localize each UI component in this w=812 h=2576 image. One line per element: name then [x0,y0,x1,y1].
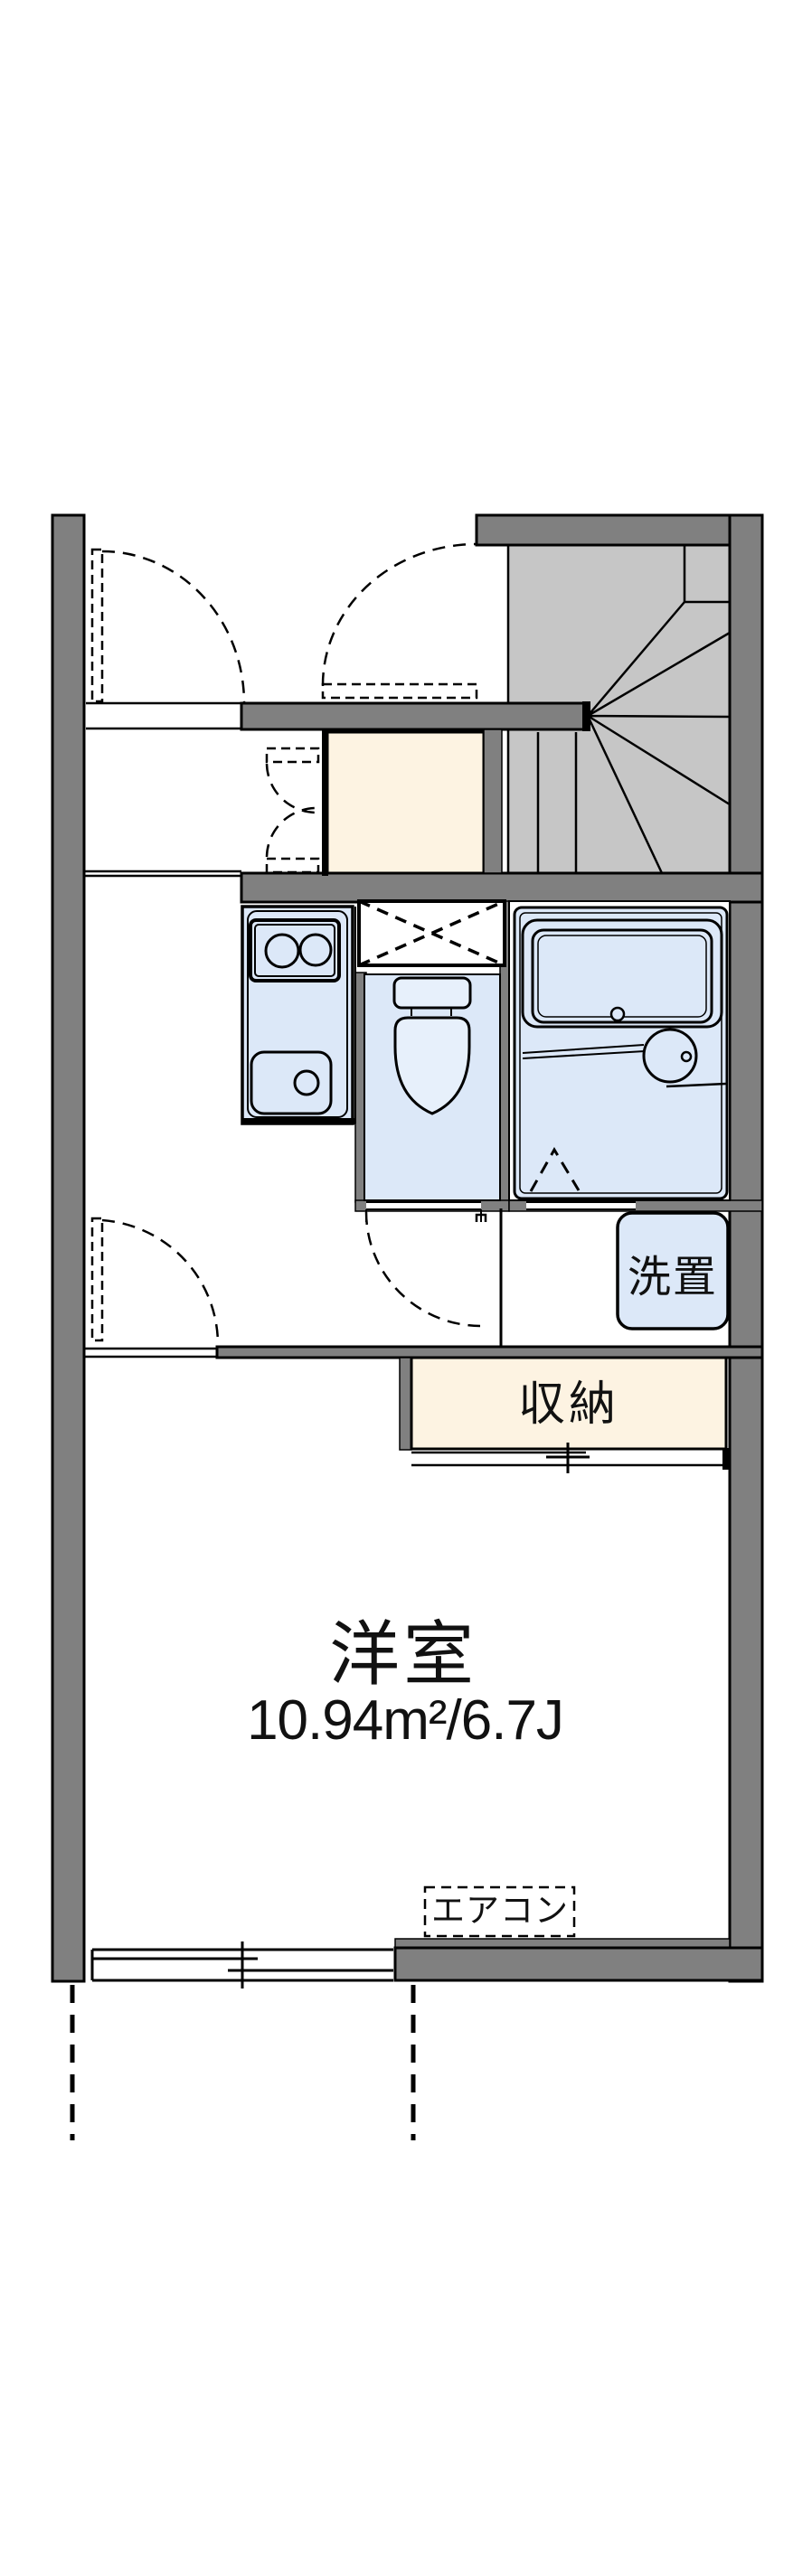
washer-box [616,1211,730,1330]
storage-door-upper-swing [265,763,318,814]
kitchen-sink [250,1050,333,1115]
entry-door-left-swing [101,550,246,704]
wall-bottom-right [393,1946,764,1982]
site-boundary-lines [70,1985,416,2140]
entry-door-right-swing [321,542,477,686]
entrance-storage [326,730,486,876]
bathtub-outer [521,918,723,1029]
closet-label: 収納 [518,1378,619,1431]
toilet-seat-hinges [411,1009,452,1016]
hall-door-swing [101,1218,220,1346]
closet: 収納 [410,1356,731,1473]
bedroom: 洋室 10.94m²/6.7J [247,1614,564,1752]
washbasin-drain [680,1050,693,1063]
wall-bedroom-top [215,1345,764,1359]
entry-door-right-leaf [321,682,478,700]
bathtub-drain [609,1006,626,1022]
genkan-threshold [86,701,241,730]
toilet-bowl [393,1016,471,1115]
storage-door-lower-leaf [265,857,320,874]
stair-winder-lines [586,601,731,874]
aircon-box [423,1885,576,1938]
bathroom [508,900,731,1210]
bathtub-mid [531,928,713,1024]
sink-faucet [293,1069,320,1096]
stove-burner-right [298,933,333,967]
wall-top [475,513,764,547]
wall-storage-left [322,729,328,876]
hall-kitchen-boundary [84,870,241,878]
wall-storage-stairs-divider [483,729,503,874]
wall-left [51,513,86,1983]
bathroom-floor-inner [519,912,722,1194]
kitchen-bottom-edge [242,1118,355,1124]
bath-washbasin [642,1028,698,1084]
vent-x-mark [358,899,505,967]
entrance-storage-box [326,730,486,876]
closet-door-tick [546,1443,590,1473]
toilet-door-stop [475,1213,487,1222]
stove-inner [254,924,335,977]
bath-door-frame [526,1201,636,1210]
bedroom-area-label: 10.94m²/6.7J [247,1689,563,1752]
washer-label: 洗置 [628,1254,718,1302]
stove-outer [249,918,341,982]
bath-counter-right [666,1082,727,1088]
kitchen-counter-edge [247,910,348,1118]
toilet-tank [392,976,472,1010]
bedroom-door-threshold [84,1347,217,1359]
stove-burner-left [264,933,300,969]
hall-door-leaf [90,1217,104,1342]
toilet-room [364,973,501,1328]
vent-shaft [357,899,506,967]
aircon-label: エアコン [431,1892,569,1929]
bedroom-label: 洋室 [329,1614,477,1694]
wall-closet-left [399,1357,412,1451]
boundary-dashed-lines [70,1985,416,2140]
storage-door-upper-leaf [265,747,320,764]
wall-right [728,513,764,1983]
toilet-door-opening [366,1201,481,1210]
washer-space: 洗置 [616,1211,730,1330]
bath-door-opening [526,1201,636,1210]
stair-step-lines [536,732,578,873]
storage-door-lower-swing [265,806,318,858]
wall-mid-band [240,871,764,904]
closet-door-pocket [722,1448,731,1470]
kitchen [241,905,356,1125]
bath-folding-door [529,1147,581,1192]
toilet-door-swing [364,1211,481,1328]
toilet-door-frame [365,1201,482,1222]
entry-doors [90,542,478,874]
aircon: エアコン [423,1885,576,1938]
wall-entry-stub [240,701,590,731]
thresholds [84,701,241,1359]
window-bottom [90,1941,393,1988]
walls [51,513,764,1983]
entry-door-left-leaf [90,548,104,703]
wall-entry-stub-cap [582,701,590,731]
bath-counter-edge [522,1044,646,1059]
hall-door [90,1217,220,1346]
